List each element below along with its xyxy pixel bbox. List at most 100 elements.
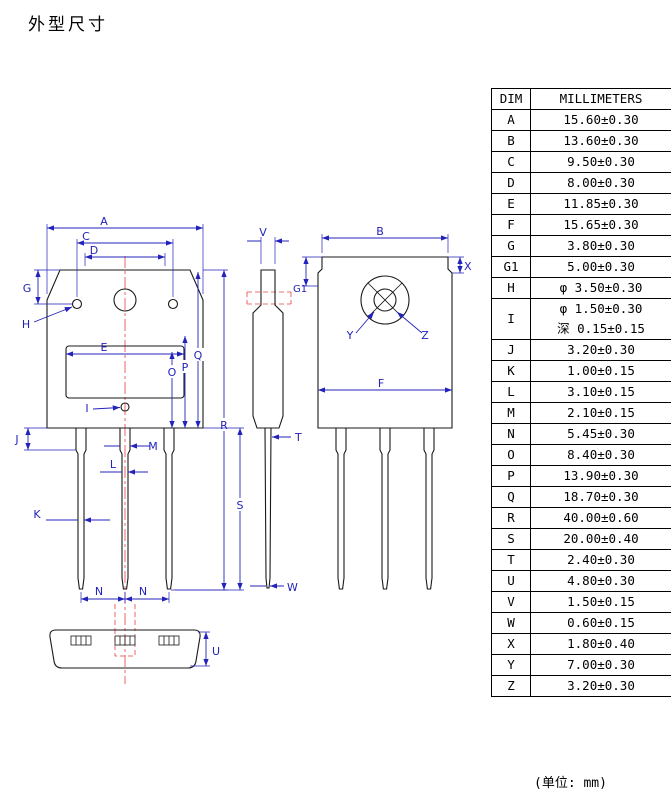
dim-cell: L bbox=[491, 381, 531, 403]
mm-cell: 18.70±0.30 bbox=[530, 486, 671, 508]
dim-cell: H bbox=[491, 277, 531, 299]
mm-cell: 1.00±0.15 bbox=[530, 360, 671, 382]
mm-cell: 8.00±0.30 bbox=[530, 172, 671, 194]
mm-cell: 2.10±0.15 bbox=[530, 402, 671, 424]
bottom-lead-projection bbox=[114, 604, 136, 630]
mm-cell: 15.65±0.30 bbox=[530, 214, 671, 236]
dim-cell: R bbox=[491, 507, 531, 529]
dim-h-leader bbox=[33, 306, 73, 323]
dim-s-ext bbox=[175, 427, 244, 591]
mm-cell: 40.00±0.60 bbox=[530, 507, 671, 529]
mm-header-cell: MILLIMETERS bbox=[530, 88, 671, 110]
mm-cell: φ 3.50±0.30 bbox=[530, 277, 671, 299]
dim-cell: T bbox=[491, 549, 531, 571]
mm-cell: 3.80±0.30 bbox=[530, 235, 671, 257]
front-center-hole bbox=[113, 288, 137, 312]
dim-label-n1: N bbox=[95, 585, 103, 598]
dim-p-label-bg bbox=[179, 360, 191, 373]
bottom-slot-1-ticks bbox=[75, 636, 87, 645]
dim-cell: D bbox=[491, 172, 531, 194]
side-hole-projection-ends bbox=[246, 292, 292, 304]
dim-cell: O bbox=[491, 444, 531, 466]
mm-cell: 1.50±0.15 bbox=[530, 591, 671, 613]
dim-cell: I bbox=[491, 298, 531, 340]
back-mounting-hole-outer bbox=[360, 275, 410, 325]
bottom-slot-2-ticks bbox=[119, 636, 131, 645]
dim-label-v: V bbox=[259, 226, 267, 239]
dim-cell: F bbox=[491, 214, 531, 236]
dim-v-ext bbox=[260, 237, 276, 264]
dim-label-i: I bbox=[85, 402, 88, 415]
dim-label-u: U bbox=[212, 645, 220, 658]
page-title: 外型尺寸 bbox=[28, 15, 108, 35]
front-right-hole bbox=[167, 298, 179, 310]
side-lead bbox=[264, 427, 272, 589]
mm-cell: 3.20±0.30 bbox=[530, 339, 671, 361]
dim-cell: J bbox=[491, 339, 531, 361]
mm-cell: 11.85±0.30 bbox=[530, 193, 671, 215]
dim-cell: A bbox=[491, 109, 531, 131]
dim-label-e: E bbox=[101, 341, 108, 354]
dim-label-f: F bbox=[378, 377, 384, 390]
front-dimensions: A C D G H E I O P Q R S J bbox=[14, 215, 246, 603]
dim-i-leader bbox=[92, 405, 121, 411]
back-lead-1 bbox=[335, 427, 347, 590]
dim-label-g1: G1 bbox=[293, 284, 307, 295]
dim-cell: M bbox=[491, 402, 531, 424]
mm-cell: 9.50±0.30 bbox=[530, 151, 671, 173]
dim-y-leader bbox=[355, 311, 375, 334]
dim-label-m: M bbox=[148, 440, 158, 453]
dim-label-h: H bbox=[22, 318, 30, 331]
dim-label-g: G bbox=[23, 282, 32, 295]
mm-cell: 4.80±0.30 bbox=[530, 570, 671, 592]
dim-cell: Q bbox=[491, 486, 531, 508]
unit-note: (单位: mm) bbox=[534, 776, 607, 791]
mm-cell: 0.60±0.15 bbox=[530, 612, 671, 634]
back-dimensions: B X G1 Y Z F bbox=[293, 225, 472, 393]
dim-cell: K bbox=[491, 360, 531, 382]
side-view bbox=[252, 269, 284, 589]
bottom-body-outline bbox=[49, 629, 201, 669]
dim-label-j: J bbox=[14, 433, 18, 446]
mm-cell: 8.40±0.30 bbox=[530, 444, 671, 466]
dim-q-label-bg bbox=[192, 348, 204, 361]
dim-label-a: A bbox=[100, 215, 108, 228]
mm-cell: 5.45±0.30 bbox=[530, 423, 671, 445]
dim-cell: U bbox=[491, 570, 531, 592]
dim-label-w: W bbox=[287, 581, 298, 594]
dim-o-label-bg bbox=[166, 365, 178, 378]
mm-cell: 7.00±0.30 bbox=[530, 654, 671, 676]
dim-cell: G bbox=[491, 235, 531, 257]
mm-cell: 3.20±0.30 bbox=[530, 675, 671, 697]
bottom-dimensions: U bbox=[190, 631, 220, 667]
front-lead-3 bbox=[163, 427, 175, 590]
dim-label-c: C bbox=[82, 230, 90, 243]
back-view bbox=[317, 256, 453, 590]
dim-label-x: X bbox=[464, 260, 472, 273]
table-header-row: DIM MILLIMETERS bbox=[491, 88, 671, 110]
